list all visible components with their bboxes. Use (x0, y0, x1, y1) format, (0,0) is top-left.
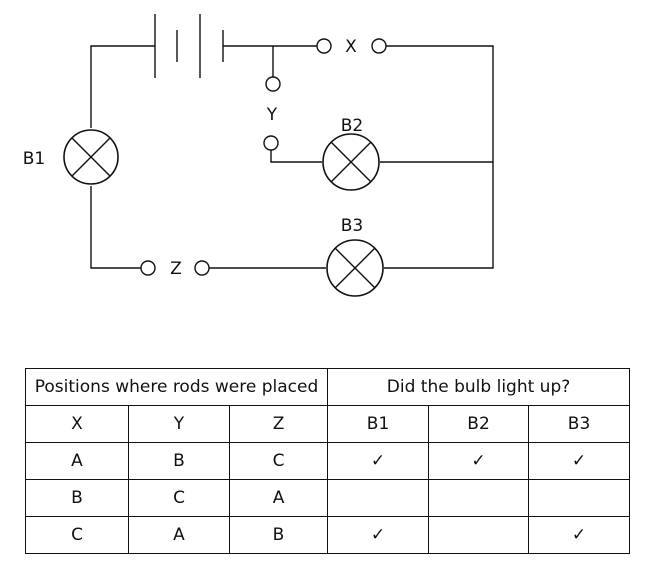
cell-z: A (228, 479, 329, 517)
header-positions: Positions where rods were placed (24, 368, 329, 406)
header-result: Did the bulb light up? (327, 368, 631, 406)
cell-b1: ✓ (327, 516, 430, 554)
gap-x-label: X (345, 37, 357, 57)
gap-y-label: Y (266, 105, 278, 125)
battery-icon (154, 14, 224, 78)
gap-x: X (316, 37, 387, 57)
cell-z: C (228, 442, 329, 480)
cell-b3 (528, 479, 631, 517)
cell-x: B (25, 479, 129, 517)
column-header-b2: B2 (428, 405, 530, 443)
bulb-b2-label: B2 (341, 116, 363, 136)
terminal-x-right (371, 38, 387, 54)
table-header-row: Positions where rods were placed Did the… (24, 368, 631, 406)
wire-x-to-right (384, 45, 494, 269)
circuit-diagram: X Y Z B1 B2 B3 (23, 14, 494, 297)
cell-z: B (228, 516, 329, 554)
cell-x: C (25, 516, 129, 554)
cell-b2: ✓ (428, 442, 530, 480)
cell-b2 (428, 516, 530, 554)
terminal-y-top (265, 76, 281, 92)
bulb-b1-label: B1 (23, 149, 45, 169)
cell-b3: ✓ (528, 442, 631, 480)
terminal-z-right (194, 260, 210, 276)
table-column-header-row: X Y Z B1 B2 B3 (25, 405, 631, 443)
bulb-b3-label: B3 (341, 216, 363, 236)
bulb-b1-icon (63, 129, 119, 185)
cell-x: A (25, 442, 129, 480)
wire-y-to-b2 (270, 150, 322, 163)
column-header-x: X (25, 405, 129, 443)
circuit-wires (90, 45, 494, 269)
terminal-x-left (316, 38, 332, 54)
column-header-y: Y (128, 405, 230, 443)
cell-y: A (128, 516, 230, 554)
table-row: A B C ✓ ✓ ✓ (25, 442, 631, 480)
column-header-b1: B1 (327, 405, 430, 443)
terminal-z-left (140, 260, 156, 276)
cell-b1: ✓ (327, 442, 430, 480)
gap-z-label: Z (170, 259, 182, 279)
wire-left-top (90, 45, 155, 128)
wire-b1-to-z (90, 186, 141, 269)
column-header-b3: B3 (528, 405, 631, 443)
column-header-z: Z (228, 405, 329, 443)
gap-z: Z (140, 259, 210, 279)
table-row: B C A (25, 479, 631, 517)
cell-y: C (128, 479, 230, 517)
bulb-b3-icon (326, 239, 384, 297)
cell-b1 (327, 479, 430, 517)
cell-b3: ✓ (528, 516, 631, 554)
terminal-y-bottom (263, 135, 279, 151)
gap-y: Y (263, 76, 281, 151)
table-row: C A B ✓ ✓ (25, 516, 631, 554)
cell-y: B (128, 442, 230, 480)
results-table: Positions where rods were placed Did the… (24, 368, 631, 554)
bulb-b2-icon (322, 133, 380, 191)
cell-b2 (428, 479, 530, 517)
